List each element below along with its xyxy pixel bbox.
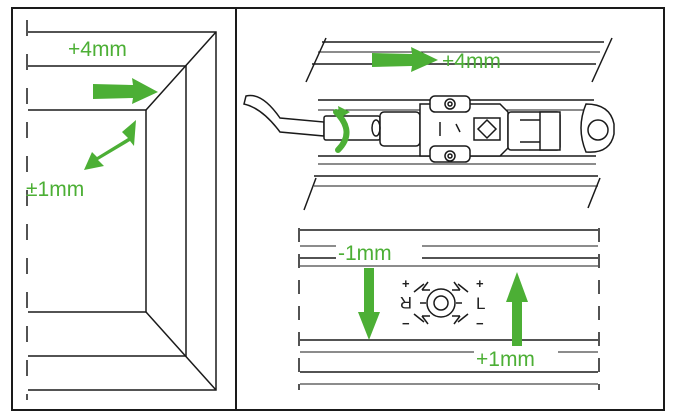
arrow-down-icon [358, 268, 380, 340]
dial-letter-r: R [400, 293, 412, 312]
dial-minus-right: − [476, 316, 484, 331]
label-adjust-up: +1mm [476, 348, 535, 371]
arrow-up-icon [506, 272, 528, 346]
rotate-arrow-icon [333, 106, 350, 153]
frame-corner-panel [26, 20, 217, 400]
dial-letter-l: L [476, 294, 485, 313]
dial-plus-right: + [476, 276, 484, 291]
hinge-profile [243, 37, 615, 211]
arrow-right-icon [372, 47, 438, 72]
label-frame-side: ±1mm [26, 178, 84, 201]
label-adjust-down: -1mm [338, 242, 392, 265]
label-down-bg [336, 240, 422, 264]
label-frame-top: +4mm [68, 38, 127, 61]
label-up-bg [474, 346, 558, 370]
dial-minus-left: − [402, 316, 410, 331]
label-hinge: +4mm [442, 50, 501, 73]
adjustment-dial-icon [413, 281, 469, 325]
outer-border [11, 7, 665, 411]
adjust-profile [298, 228, 600, 390]
dial-plus-left: + [402, 276, 410, 291]
arrow-diagonal-double-icon [84, 120, 136, 170]
arrow-right-icon [93, 78, 158, 104]
